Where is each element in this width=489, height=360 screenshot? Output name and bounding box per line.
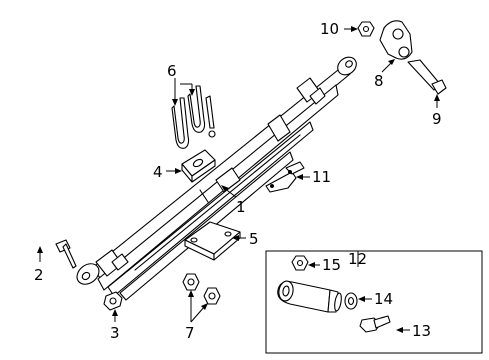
front-bolt (55, 239, 77, 269)
shock-absorber (277, 280, 342, 313)
callout-6: 6 (167, 62, 177, 80)
bracket (265, 161, 305, 193)
shackle-bolt (407, 59, 447, 95)
callout-12: 12 (348, 250, 367, 268)
spring-plate (181, 149, 216, 183)
leader-lines (37, 26, 440, 333)
callout-8: 8 (374, 72, 384, 90)
u-bolt-nuts (182, 273, 221, 305)
callout-10: 10 (320, 20, 339, 38)
callout-2: 2 (34, 266, 44, 284)
spring-shackle (379, 20, 413, 60)
callout-numbers: 1 2 3 4 5 6 7 8 9 10 11 12 13 14 15 (34, 20, 442, 342)
shackle-nut (357, 21, 375, 37)
callout-13: 13 (412, 322, 431, 340)
shock-bolt (359, 315, 391, 333)
callout-4: 4 (153, 163, 163, 181)
shock-washer (344, 292, 358, 310)
callout-1: 1 (236, 198, 246, 216)
shock-nut (291, 255, 309, 271)
shock-group-frame (265, 250, 483, 354)
callout-7: 7 (185, 324, 195, 342)
callout-14: 14 (374, 290, 393, 308)
callout-9: 9 (432, 110, 442, 128)
shock-absorber-group (265, 250, 483, 354)
front-nut (103, 291, 123, 311)
callout-5: 5 (249, 230, 259, 248)
u-bolts (171, 85, 216, 149)
callout-15: 15 (322, 256, 341, 274)
callout-3: 3 (110, 324, 120, 342)
spring-seat-pad (184, 221, 241, 261)
callout-11: 11 (312, 168, 331, 186)
